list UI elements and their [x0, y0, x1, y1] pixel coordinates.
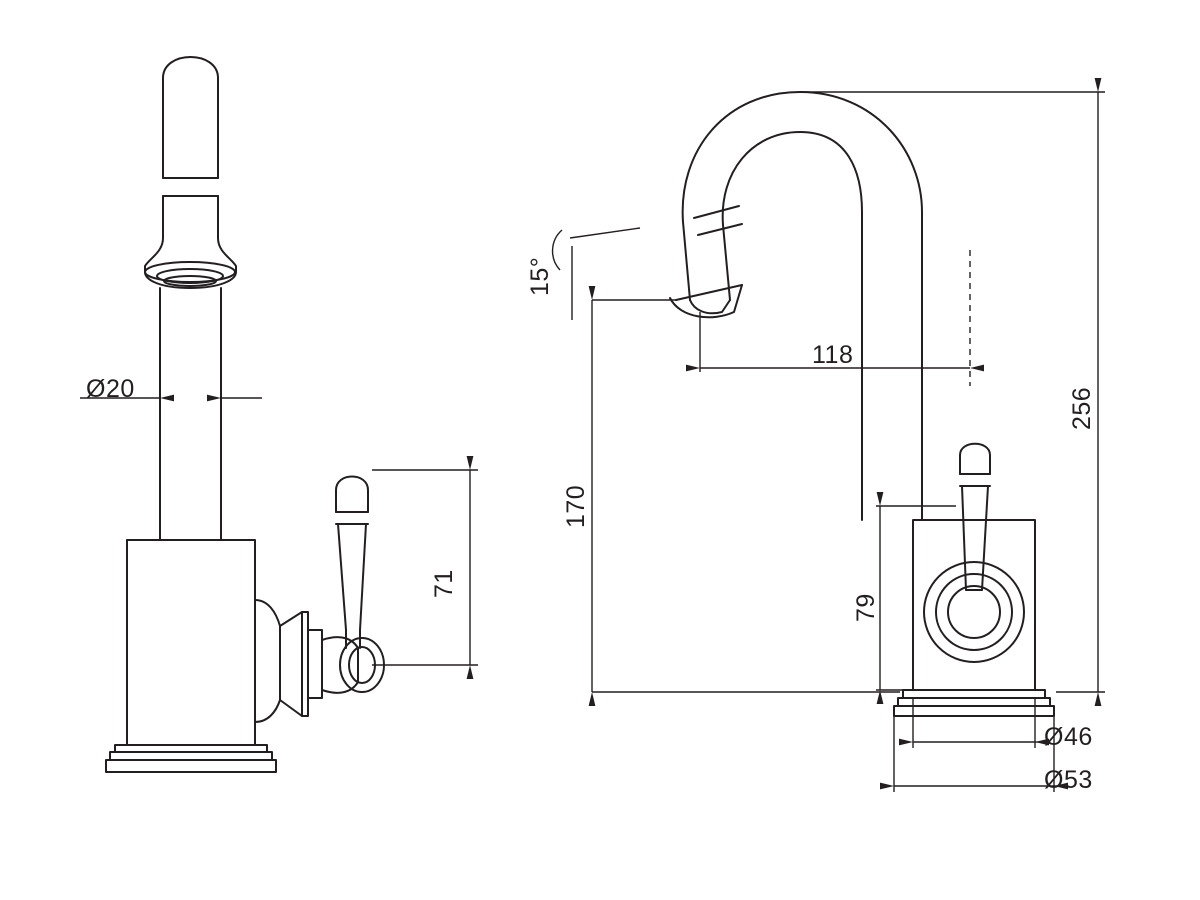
dimension-label-angle-15: 15°: [526, 256, 554, 296]
dimension-label-256: 256: [1068, 386, 1096, 430]
right-view-geometry: [669, 91, 1055, 717]
left-view-dimensions: [80, 300, 478, 679]
dimension-label-118: 118: [812, 341, 854, 369]
dimension-label-diameter-46: Ø46: [1044, 723, 1093, 751]
dimension-label-diameter-20: Ø20: [86, 375, 135, 403]
dimension-label-diameter-53: Ø53: [1044, 766, 1093, 794]
dimension-label-71: 71: [430, 569, 458, 598]
dimension-label-79: 79: [852, 593, 880, 622]
dimension-label-170: 170: [562, 484, 590, 528]
left-view-geometry: [105, 56, 385, 773]
right-view-dimensions: [551, 78, 1105, 792]
